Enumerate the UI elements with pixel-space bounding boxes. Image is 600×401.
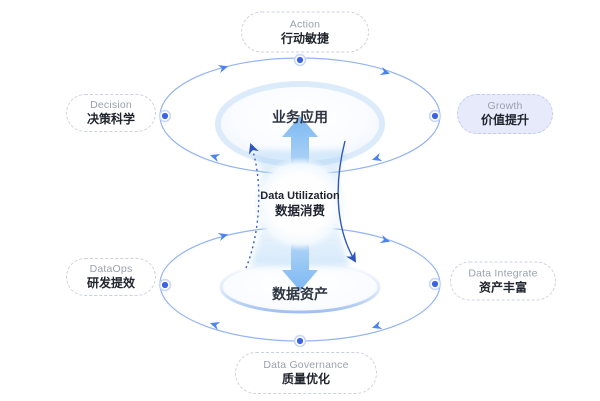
pill-action-en: Action (289, 18, 321, 30)
pill-growth-en: Growth (487, 100, 523, 112)
pill-decision-en: Decision (90, 99, 132, 111)
solid-feed-curve (337, 140, 357, 263)
data-asset-label: 数据资产 (272, 286, 328, 302)
orbit-nodes (158, 53, 442, 348)
pill-dataops-en: DataOps (89, 263, 133, 275)
orbit-arrowheads (209, 64, 391, 330)
pill-decision: Decision 决策科学 (66, 94, 156, 132)
pill-action-zh: 行动敏捷 (280, 31, 329, 45)
pill-decision-zh: 决策科学 (86, 112, 135, 126)
pill-action: Action 行动敏捷 (241, 11, 369, 53)
pill-growth-zh: 价值提升 (480, 113, 529, 127)
dashed-return-curve (245, 143, 260, 269)
hub-label-zh: 数据消费 (274, 204, 326, 218)
pill-data-governance: Data Governance 质量优化 (235, 352, 377, 394)
hub-circle (253, 157, 347, 251)
hub-label-en: Data Utilization (260, 190, 340, 202)
pill-data-integrate-zh: 资产丰富 (478, 280, 527, 294)
hub-label: Data Utilization 数据消费 (260, 189, 339, 219)
pill-data-integrate-en: Data Integrate (468, 267, 538, 279)
pill-dataops-zh: 研发提效 (86, 276, 135, 290)
pill-data-governance-zh: 质量优化 (281, 372, 330, 386)
pill-data-governance-en: Data Governance (263, 359, 349, 371)
pill-growth: Growth 价值提升 (457, 94, 553, 134)
pill-data-integrate: Data Integrate 资产丰富 (450, 261, 556, 301)
business-app-label: 业务应用 (272, 109, 328, 125)
pill-dataops: DataOps 研发提效 (66, 258, 156, 296)
